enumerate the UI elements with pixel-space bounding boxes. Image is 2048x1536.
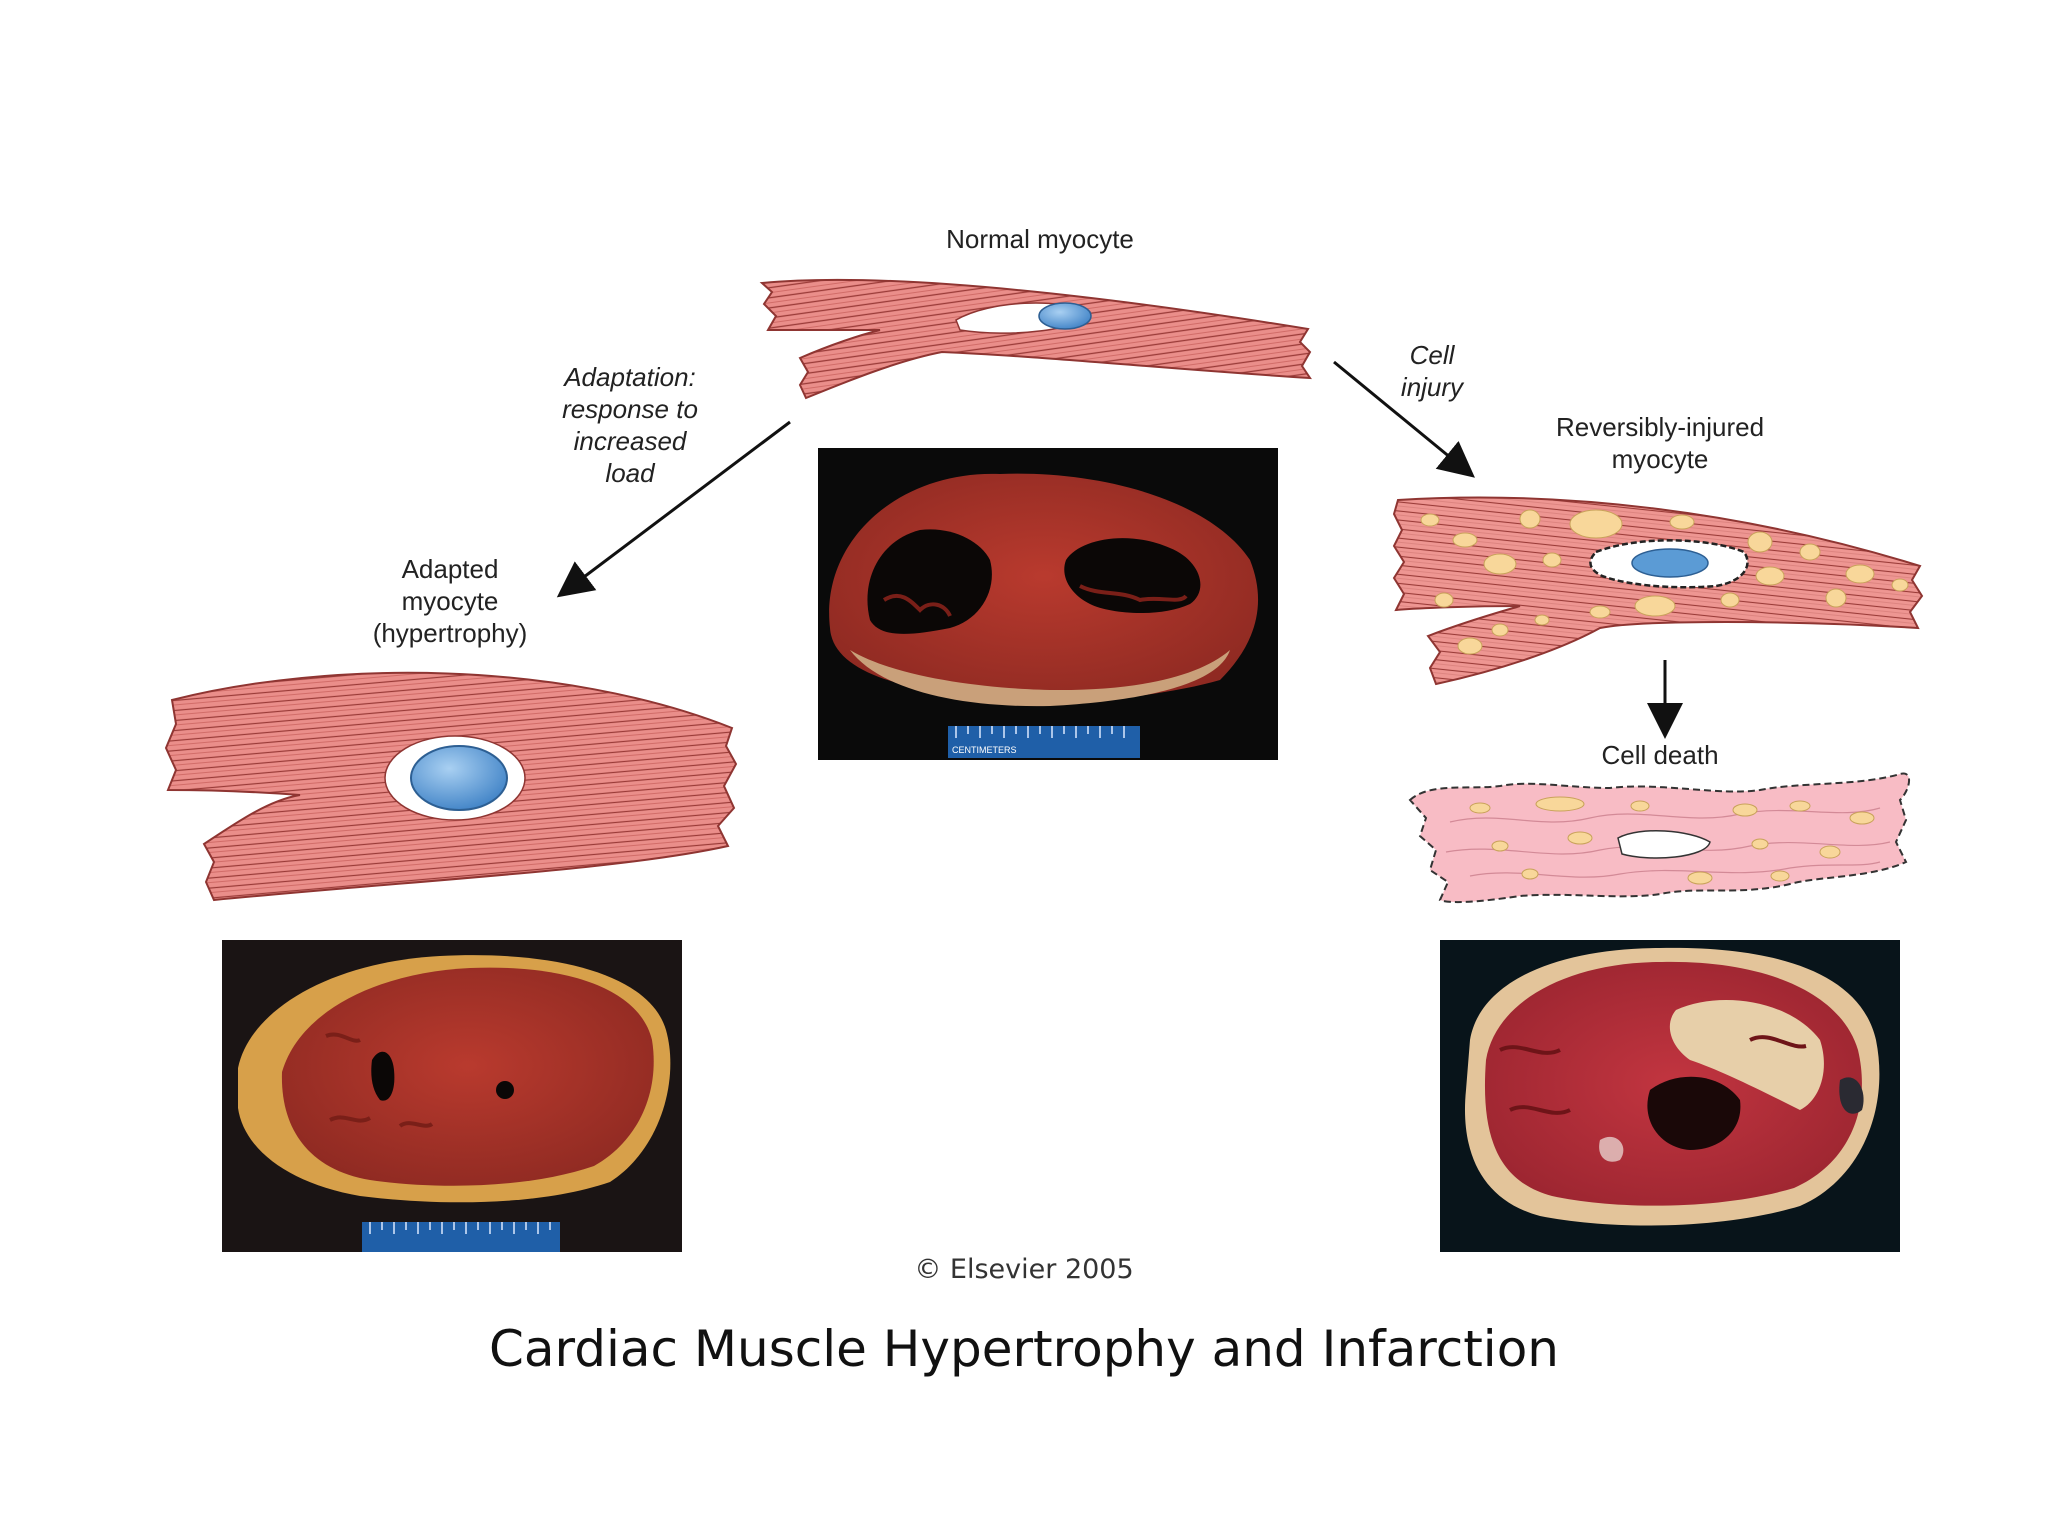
label-adaptation-line1: Adaptation: [562, 362, 696, 392]
ruler-label-centimeters: CENTIMETERS [952, 745, 1017, 755]
normal-myocyte-drawing [759, 278, 1312, 400]
label-adapted-line2: myocyte [402, 586, 499, 616]
label-adapted-line1: Adapted [402, 554, 499, 584]
scale-ruler-left [362, 1222, 560, 1252]
infarct-heart-photo [1440, 940, 1900, 1252]
injured-nucleus [1631, 548, 1709, 578]
label-adaptation-line3: increased [574, 426, 688, 456]
normal-nucleus [1038, 302, 1092, 330]
label-injury-line2: injury [1401, 372, 1465, 402]
label-reversible-line2: myocyte [1612, 444, 1709, 474]
label-injury-line1: Cell [1410, 340, 1456, 370]
adaptation-arrow [556, 420, 791, 598]
hypertrophy-heart-photo [222, 940, 682, 1252]
injury-arrow [1333, 360, 1475, 478]
label-adaptation-line2: response to [562, 394, 698, 424]
label-normal-myocyte: Normal myocyte [946, 224, 1134, 254]
normal-heart-photo: CENTIMETERS [818, 448, 1278, 760]
adapted-nucleus [410, 745, 508, 811]
label-cell-death: Cell death [1601, 740, 1718, 770]
label-adapted-line3: (hypertrophy) [373, 618, 528, 648]
copyright-notice: © Elsevier 2005 [914, 1254, 1134, 1285]
dead-myocyte-drawing [1408, 772, 1910, 904]
slide-caption: Cardiac Muscle Hypertrophy and Infarctio… [489, 1320, 1559, 1378]
label-adaptation-line4: load [605, 458, 656, 488]
label-reversible-line1: Reversibly-injured [1556, 412, 1764, 442]
adapted-myocyte-drawing [164, 671, 738, 902]
injured-myocyte-drawing [1392, 496, 1924, 686]
